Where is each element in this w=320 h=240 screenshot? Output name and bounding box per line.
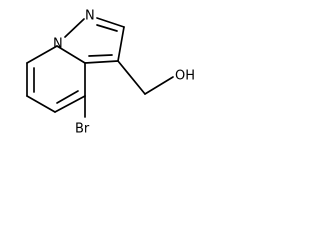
double-bond-c3-c3a-inner bbox=[88, 54, 113, 57]
bond-n-bridge-to-c7 bbox=[26, 45, 58, 64]
bond-c3a-to-n-bridge bbox=[56, 45, 86, 64]
bond-c6-to-c5 bbox=[26, 95, 56, 113]
bond-ch2-to-oh bbox=[144, 76, 174, 95]
atom-label-n-pyrazole: N bbox=[85, 9, 95, 24]
double-bond-c5-c4-inner bbox=[56, 90, 79, 104]
chemical-structure-diagram: N N OH Br bbox=[0, 0, 209, 151]
atom-label-n-bridge: N bbox=[53, 37, 63, 52]
atom-label-oh: OH bbox=[175, 69, 195, 84]
bond-c2-to-c3 bbox=[117, 26, 125, 62]
bond-n-bridge-to-n bbox=[64, 18, 85, 38]
molecule-svg: N N OH Br bbox=[26, 9, 195, 137]
bond-c3-to-c3a bbox=[84, 60, 119, 64]
bond-n-to-c2 bbox=[96, 17, 125, 28]
atom-label-br: Br bbox=[75, 122, 90, 137]
double-bond-n-c2-inner bbox=[96, 24, 118, 32]
bond-c5-to-c4 bbox=[54, 95, 86, 113]
bond-c3-to-ch2 bbox=[117, 60, 146, 95]
